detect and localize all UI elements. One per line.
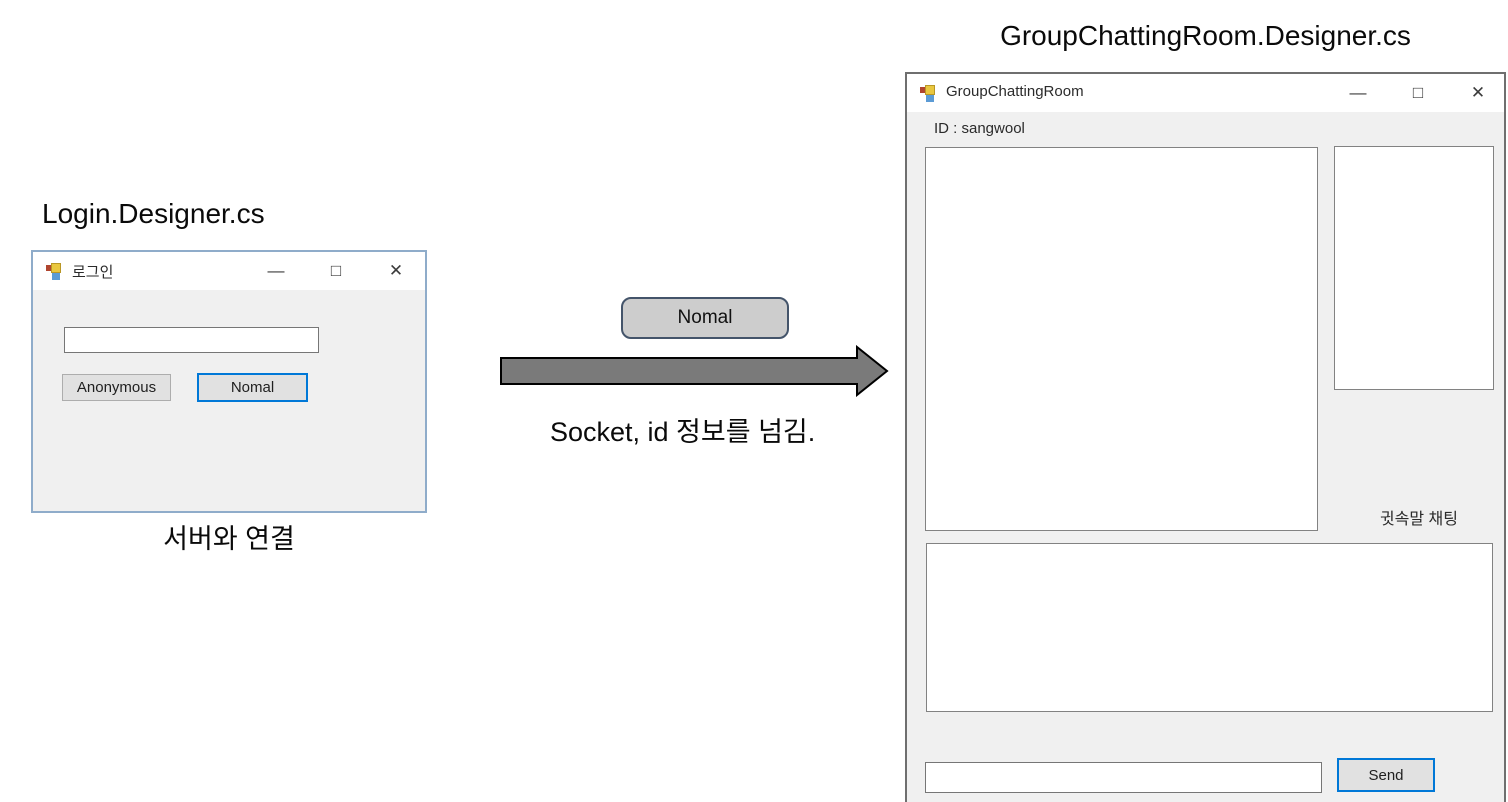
login-id-input[interactable] <box>64 327 319 353</box>
chat-log-box[interactable] <box>925 147 1318 531</box>
user-list-box[interactable] <box>1334 146 1494 390</box>
minimize-icon[interactable]: — <box>267 261 285 280</box>
send-button[interactable]: Send <box>1337 758 1435 792</box>
login-figure-title: Login.Designer.cs <box>42 198 265 229</box>
whisper-chat-label: 귓속말 채팅 <box>1379 511 1458 528</box>
anonymous-button[interactable]: Anonymous <box>62 374 171 401</box>
login-window-title: 로그인 <box>72 264 114 281</box>
login-window: 로그인 — □ ✕ Anonymous Nomal <box>31 250 427 513</box>
login-caption: 서버와 연결 <box>163 524 295 554</box>
close-icon[interactable]: ✕ <box>1470 83 1486 102</box>
chatroom-window-title: GroupChattingRoom <box>946 83 1084 100</box>
maximize-icon[interactable]: □ <box>330 261 342 280</box>
arrow-caption: Socket, id 정보를 넘김. <box>550 417 816 447</box>
whisper-log-box[interactable] <box>926 543 1493 712</box>
right-arrow-icon <box>500 345 889 397</box>
maximize-icon[interactable]: □ <box>1412 83 1424 102</box>
minimize-icon[interactable]: — <box>1349 83 1367 102</box>
winforms-app-icon <box>46 263 63 280</box>
login-titlebar: 로그인 — □ ✕ <box>33 252 425 290</box>
nomal-flow-badge: Nomal <box>621 297 789 339</box>
nomal-button[interactable]: Nomal <box>197 373 308 402</box>
user-id-label: ID : sangwool <box>934 120 1025 137</box>
group-chatting-window: GroupChattingRoom — □ ✕ ID : sangwool 귓속… <box>905 72 1506 802</box>
message-input[interactable] <box>925 762 1322 793</box>
chatroom-figure-title: GroupChattingRoom.Designer.cs <box>1000 20 1411 51</box>
chatroom-titlebar: GroupChattingRoom — □ ✕ <box>907 74 1504 112</box>
winforms-app-icon <box>920 85 937 102</box>
close-icon[interactable]: ✕ <box>388 261 404 280</box>
